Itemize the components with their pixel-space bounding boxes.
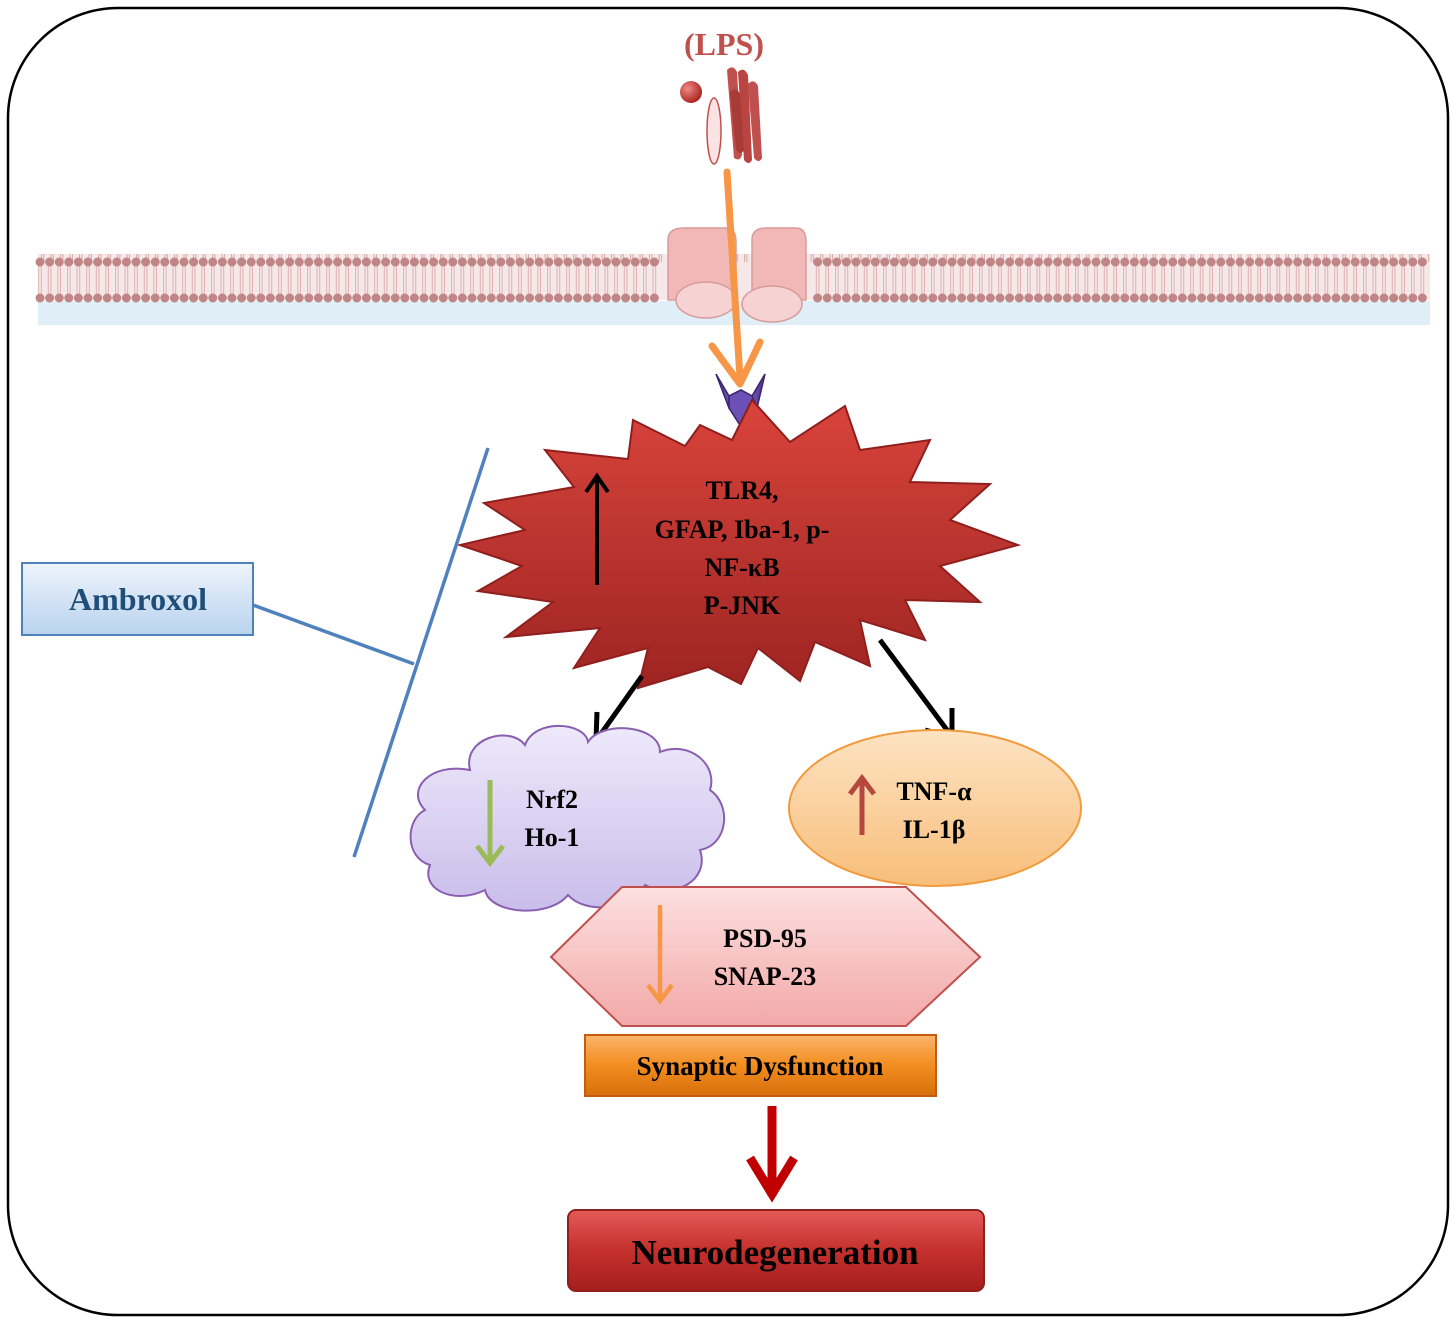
- star-line-1: TLR4,: [706, 476, 779, 505]
- hexagon-line-2: SNAP-23: [714, 962, 817, 991]
- ellipse-line-2: IL-1β: [903, 815, 966, 844]
- cloud-trend-down-arrowhead: [475, 844, 505, 868]
- ellipse-line-1: TNF-α: [896, 777, 972, 806]
- star-line-3: NF-κB: [704, 553, 779, 582]
- lps-molecule-icon: [680, 67, 762, 165]
- hexagon-trend-down-arrowhead: [646, 983, 674, 1005]
- synaptic-dysfunction-label: Synaptic Dysfunction: [637, 1051, 884, 1081]
- synaptic-dysfunction-box: [584, 1034, 937, 1097]
- star-trend-up-arrowhead: [584, 472, 610, 494]
- neurodegeneration-box: [567, 1209, 985, 1292]
- membrane-channel: [667, 227, 807, 323]
- cloud-line-1: Nrf2: [526, 785, 578, 814]
- synaptic-protein-hexagon: [549, 886, 982, 1027]
- ellipse-trend-up-arrowhead: [848, 773, 876, 796]
- lps-to-receptor-arrow: [708, 168, 764, 388]
- cloud-line-2: Ho-1: [525, 823, 580, 852]
- ambroxol-label: Ambroxol: [69, 581, 207, 617]
- cytokine-ellipse: [788, 729, 1082, 887]
- membrane-lipids: [35, 257, 1427, 303]
- star-line-2: GFAP, Iba-1, p-: [655, 515, 830, 544]
- inflammation-starburst: [456, 398, 1022, 690]
- ambroxol-box: [21, 562, 254, 636]
- hexagon-line-1: PSD-95: [723, 924, 807, 953]
- synaptic-to-neuro-arrow: [746, 1106, 798, 1203]
- star-line-4: P-JNK: [704, 591, 781, 620]
- ambroxol-inhibition-bar: [352, 447, 490, 858]
- ambroxol-connector-line: [252, 603, 415, 666]
- neurodegeneration-label: Neurodegeneration: [631, 1233, 918, 1272]
- lps-label: (LPS): [684, 26, 764, 62]
